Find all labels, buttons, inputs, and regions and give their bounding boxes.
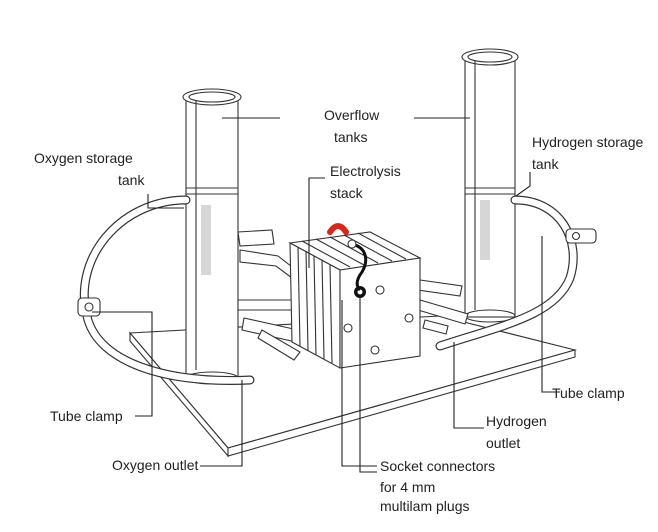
- label-oxygen-outlet: Oxygen outlet: [112, 457, 198, 473]
- label-hydrogen-outlet-line2: outlet: [486, 435, 520, 451]
- label-oxygen-storage-line1: Oxygen storage: [34, 150, 133, 166]
- label-hydrogen-outlet-line1: Hydrogen: [486, 413, 547, 429]
- oxygen-storage-tank: [182, 88, 242, 385]
- red-connector: [327, 223, 349, 235]
- label-overflow-line2: tanks: [334, 129, 367, 145]
- label-socket-connectors-line2: for 4 mm: [380, 479, 435, 495]
- base-plate: [128, 315, 578, 458]
- connecting-pipes: [237, 229, 469, 361]
- oxygen-tube: [77, 195, 255, 385]
- label-oxygen-storage-line2: tank: [118, 172, 145, 188]
- dark-cable: [347, 239, 368, 292]
- label-tube-clamp-right: Tube clamp: [552, 385, 625, 401]
- hydrogen-tube: [435, 195, 597, 351]
- label-overflow-line1: Overflow: [324, 107, 380, 123]
- label-socket-connectors-line1: Socket connectors: [380, 458, 495, 474]
- label-hydrogen-storage-line2: tank: [532, 156, 559, 172]
- label-hydrogen-storage-line1: Hydrogen storage: [532, 134, 644, 150]
- label-electrolysis-line2: stack: [330, 185, 364, 201]
- label-tube-clamp-left: Tube clamp: [50, 408, 123, 424]
- label-electrolysis-line1: Electrolysis: [330, 163, 401, 179]
- leader-lines: [92, 117, 560, 473]
- hydrogen-storage-tank: [461, 48, 519, 323]
- label-socket-connectors-line3: multilam plugs: [380, 498, 469, 514]
